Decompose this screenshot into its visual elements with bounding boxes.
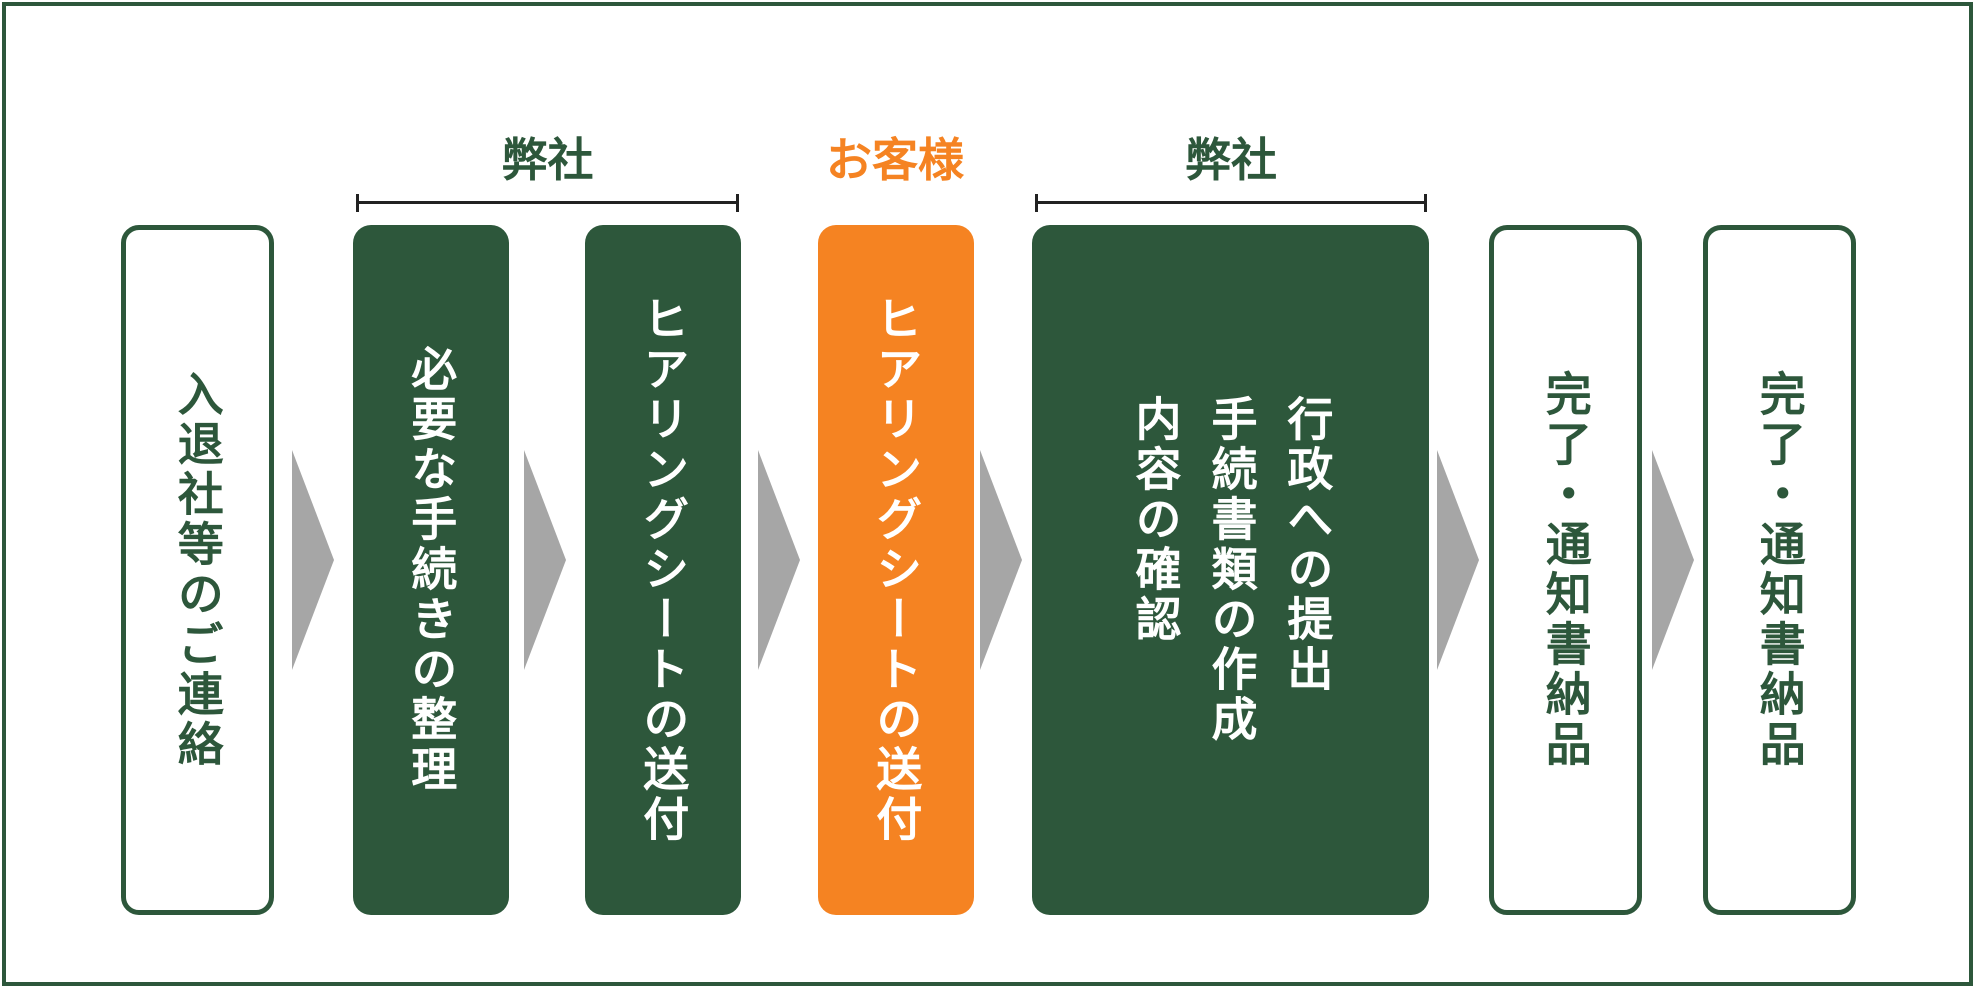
step-text-customer-sheet: ヒアリングシートの送付 <box>869 295 924 845</box>
arrow-icon <box>758 450 800 670</box>
arrow-icon <box>1652 450 1694 670</box>
step-card-organize: 必要な手続きの整理 <box>353 225 509 915</box>
step-text-complete-2: 完了・通知書納品 <box>1752 370 1807 770</box>
group-label-company-1: 弊社 <box>501 133 594 187</box>
arrow-icon <box>292 450 334 670</box>
arrow-icon <box>980 450 1022 670</box>
step-text-send-sheet: ヒアリングシートの送付 <box>636 295 691 845</box>
step-card-complete-2: 完了・通知書納品 <box>1703 225 1856 915</box>
group-label-company-2: 弊社 <box>1185 133 1277 187</box>
step-text-organize: 必要な手続きの整理 <box>404 345 459 795</box>
step-text-contact: 入退社等のご連絡 <box>170 370 225 770</box>
step-card-submit: 行政への提出 手続書類の作成 内容の確認 <box>1032 225 1429 915</box>
step-card-complete-1: 完了・通知書納品 <box>1489 225 1642 915</box>
step-card-customer-sheet: ヒアリングシートの送付 <box>818 225 974 915</box>
step-card-send-sheet: ヒアリングシートの送付 <box>585 225 741 915</box>
group-label-customer: お客様 <box>826 133 964 187</box>
step-text-complete-1: 完了・通知書納品 <box>1538 370 1593 770</box>
bracket-company-1 <box>356 194 739 212</box>
bracket-company-2 <box>1035 194 1427 212</box>
step-text-submit: 行政への提出 手続書類の作成 内容の確認 <box>1128 395 1335 745</box>
arrow-icon <box>1437 450 1479 670</box>
step-card-contact: 入退社等のご連絡 <box>121 225 274 915</box>
arrow-icon <box>524 450 566 670</box>
